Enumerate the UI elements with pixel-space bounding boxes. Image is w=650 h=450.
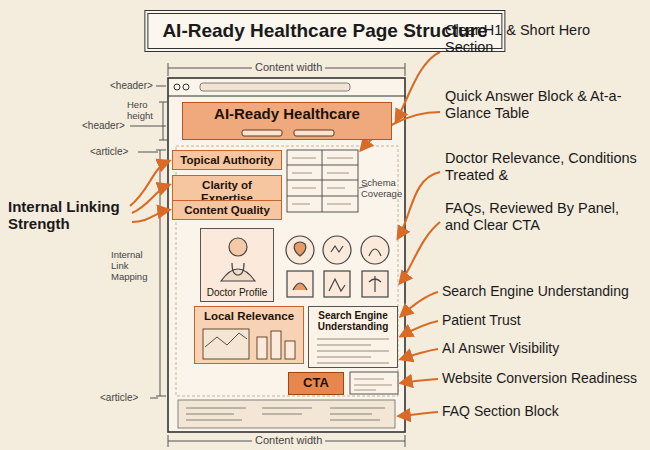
callout-arrows — [401, 321, 438, 336]
callout-label: AI Answer Visibility — [442, 340, 559, 356]
box-label: AI-Ready Healthcare — [214, 106, 360, 123]
at-a-glance-table — [287, 150, 368, 212]
metric-box: Content Quality — [172, 200, 282, 220]
hero-section: AI-Ready Healthcare — [182, 102, 392, 140]
condition-icons — [331, 246, 343, 252]
callout-label: Clear H1 & Short Hero Section — [445, 22, 613, 55]
page-frame — [168, 78, 405, 432]
page-frame — [200, 83, 350, 91]
dimension-label: Content width — [252, 434, 325, 447]
condition-icons — [286, 236, 389, 297]
tag-label: <header> — [82, 120, 125, 132]
dimension-lines — [130, 126, 166, 127]
callout-arrows — [399, 412, 438, 416]
box-label: Search Engine Understanding — [311, 310, 395, 332]
dimension-lines — [405, 63, 406, 76]
callout-arrows — [396, 52, 440, 121]
tag-label: <header> — [110, 80, 153, 92]
callout-arrows — [400, 222, 440, 283]
tag-label: <article> — [100, 392, 138, 404]
callout-label: Website Conversion Readiness — [442, 370, 637, 386]
dimension-lines — [130, 63, 405, 447]
callout-label: Quick Answer Block & At-a-Glance Table — [445, 88, 645, 121]
callout-arrows — [132, 185, 169, 213]
callout-arrows — [401, 379, 438, 383]
condition-icons — [293, 283, 307, 290]
search-panel: Search Engine Understanding — [308, 306, 398, 368]
annotation-label: Internal Link Mapping — [111, 250, 157, 283]
box-label: Topical Authority — [180, 154, 273, 167]
callout-arrows — [401, 292, 438, 316]
callout-label: Patient Trust — [442, 312, 521, 328]
condition-icons — [324, 271, 350, 297]
callout-arrows — [401, 349, 438, 359]
condition-icons — [361, 236, 389, 264]
page-frame — [168, 95, 405, 96]
at-a-glance-table — [322, 150, 323, 212]
page-frame — [183, 84, 189, 90]
callout-arrows — [132, 210, 169, 222]
condition-icons — [294, 242, 306, 256]
dimension-lines — [156, 86, 166, 87]
tag-label: <article> — [90, 146, 128, 158]
dimension-lines — [150, 398, 158, 399]
contact-form — [350, 372, 398, 394]
condition-icons — [287, 271, 313, 297]
annotation-label: Schema Coverage — [361, 178, 404, 200]
condition-icons — [369, 249, 381, 256]
callout-label: FAQ Section Block — [442, 403, 559, 419]
callout-label: Internal Linking Strength — [8, 198, 133, 233]
at-a-glance-table — [287, 196, 358, 197]
footer-block — [186, 408, 385, 420]
dimension-label: Content width — [252, 61, 325, 74]
dimension-lines — [138, 152, 158, 153]
page-frame — [174, 84, 180, 90]
condition-icons — [369, 276, 381, 292]
condition-icons — [286, 236, 314, 264]
callout-label: Doctor Relevance, Conditions Treated & — [445, 150, 645, 183]
metric-box: Topical Authority — [172, 150, 282, 170]
callout-label: Search Engine Understanding — [442, 283, 629, 299]
box-label: CTA — [303, 376, 329, 391]
contact-form — [350, 372, 398, 394]
dimension-lines — [168, 435, 169, 447]
dimension-lines — [159, 102, 167, 140]
callout-label: FAQs, Reviewed By Panel, and Clear CTA — [445, 200, 645, 233]
doctor-profile: Doctor Profile — [200, 228, 274, 302]
at-a-glance-table — [287, 180, 358, 181]
box-label: Content Quality — [184, 204, 270, 217]
condition-icons — [329, 279, 345, 291]
at-a-glance-table — [287, 165, 358, 166]
local-relevance: Local Relevance — [194, 306, 304, 364]
contact-form — [354, 379, 392, 390]
footer-block — [178, 400, 395, 428]
dimension-lines — [168, 63, 169, 76]
cta-button: CTA — [288, 372, 344, 395]
condition-icons — [362, 271, 388, 297]
dimension-label: Hero height — [127, 100, 161, 122]
at-a-glance-table — [292, 158, 353, 204]
page-frame — [168, 78, 405, 432]
dimension-lines — [405, 435, 406, 447]
footer-block — [178, 400, 395, 428]
box-label: Local Relevance — [204, 310, 294, 323]
at-a-glance-table — [287, 150, 358, 212]
callout-arrows — [130, 52, 440, 416]
box-label: Doctor Profile — [207, 287, 268, 298]
condition-icons — [323, 236, 351, 264]
